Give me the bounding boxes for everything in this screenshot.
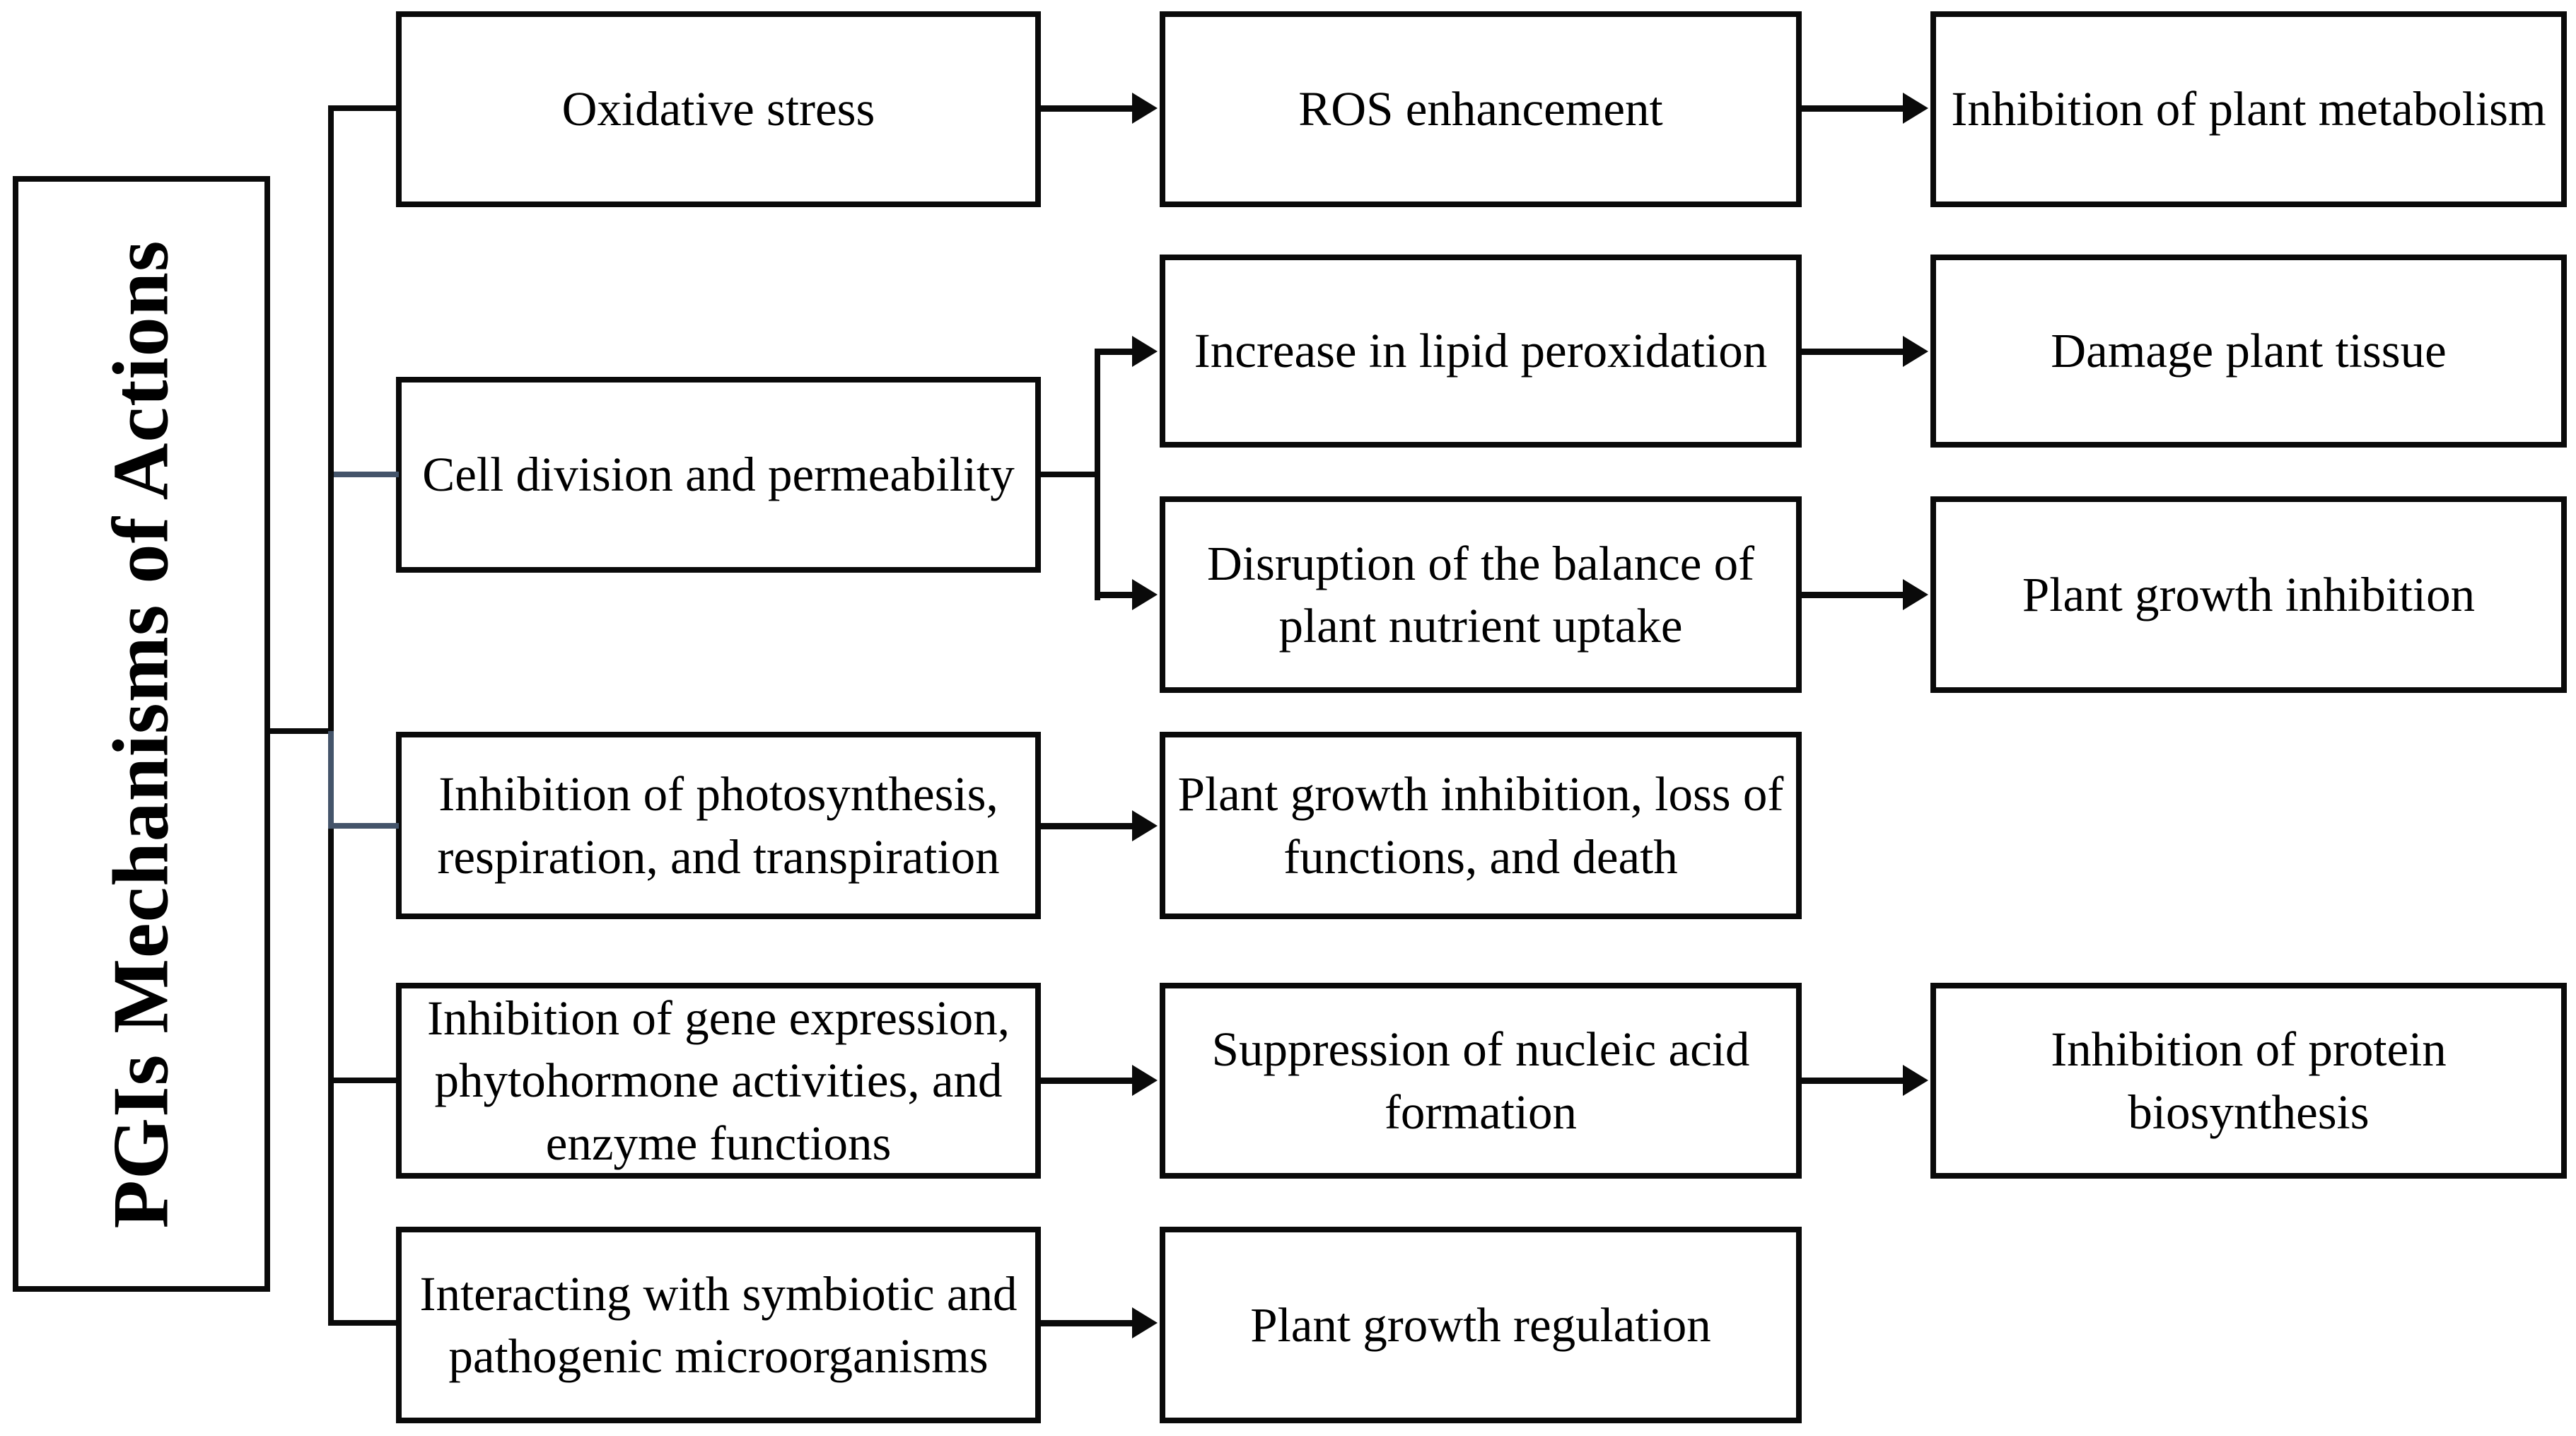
connector-trunk-blue-segment	[328, 731, 334, 829]
connector-root-to-trunk	[270, 728, 334, 734]
node-label: Inhibition of protein biosynthesis	[2051, 1022, 2447, 1139]
node-label: Inhibition of gene expression, phytohorm…	[427, 991, 1010, 1170]
node-label: Plant growth regulation	[1250, 1297, 1711, 1352]
node-ros-enhancement: ROS enhancement	[1160, 11, 1802, 207]
node-label: ROS enhancement	[1298, 82, 1663, 136]
arrow-shaft	[1038, 1320, 1134, 1326]
node-inhibition-plant-metabolism: Inhibition of plant metabolism	[1930, 11, 2567, 207]
node-increase-lipid-peroxidation: Increase in lipid peroxidation	[1160, 255, 1802, 448]
arrow-head-icon	[1132, 579, 1158, 610]
connector-stub-cell-division	[334, 472, 399, 477]
arrow-head-icon	[1903, 1065, 1928, 1096]
arrow-shaft	[1799, 1078, 1905, 1084]
node-growth-inhibition-loss-death: Plant growth inhibition, loss of functio…	[1160, 732, 1802, 919]
node-label: Inhibition of plant metabolism	[1951, 82, 2546, 136]
node-inhibition-protein-biosynthesis: Inhibition of protein biosynthesis	[1930, 983, 2567, 1179]
node-label: Plant growth inhibition, loss of functio…	[1177, 767, 1784, 884]
arrow-shaft	[1097, 592, 1136, 598]
node-oxidative-stress: Oxidative stress	[396, 11, 1041, 207]
root-title-label: PGIs Mechanisms of Actions	[97, 240, 185, 1228]
node-disruption-nutrient-uptake: Disruption of the balance of plant nutri…	[1160, 496, 1802, 693]
arrow-head-icon	[1132, 1065, 1158, 1096]
arrow-head-icon	[1132, 1307, 1158, 1338]
node-label: Plant growth inhibition	[2022, 567, 2476, 621]
connector-branch-vertical	[1095, 349, 1100, 600]
node-label: Disruption of the balance of plant nutri…	[1206, 536, 1755, 653]
node-suppression-nucleic-acid: Suppression of nucleic acid formation	[1160, 983, 1802, 1179]
arrow-shaft	[1799, 592, 1905, 598]
arrow-head-icon	[1132, 810, 1158, 841]
arrow-shaft	[1038, 823, 1134, 829]
node-label: Cell division and permeability	[422, 448, 1015, 502]
arrow-head-icon	[1903, 93, 1928, 124]
node-label: Interacting with symbiotic and pathogeni…	[419, 1266, 1018, 1383]
node-label: Suppression of nucleic acid formation	[1211, 1022, 1750, 1139]
arrow-shaft	[1799, 349, 1905, 355]
node-damage-plant-tissue: Damage plant tissue	[1930, 255, 2567, 448]
arrow-shaft	[1799, 105, 1905, 112]
connector-stub-photosynthesis	[334, 823, 399, 829]
node-root-title: PGIs Mechanisms of Actions	[13, 176, 270, 1292]
node-label: Oxidative stress	[561, 82, 875, 136]
node-plant-growth-regulation: Plant growth regulation	[1160, 1227, 1802, 1423]
connector-branch-horizontal	[1038, 472, 1100, 477]
arrow-head-icon	[1903, 336, 1928, 367]
arrow-shaft	[1035, 105, 1134, 112]
node-label: Damage plant tissue	[2051, 324, 2447, 378]
node-interacting-microorganisms: Interacting with symbiotic and pathogeni…	[396, 1227, 1041, 1423]
node-plant-growth-inhibition: Plant growth inhibition	[1930, 496, 2567, 693]
arrow-head-icon	[1132, 336, 1158, 367]
arrow-shaft	[1097, 349, 1136, 355]
connector-stub-gene-expression	[328, 1078, 399, 1083]
connector-stub-interacting	[328, 1320, 399, 1326]
arrow-head-icon	[1903, 579, 1928, 610]
connector-stub-oxidative-stress	[328, 105, 399, 111]
arrow-head-icon	[1132, 93, 1158, 124]
arrow-shaft	[1038, 1078, 1134, 1084]
connector-trunk-vertical	[328, 105, 334, 1326]
node-label: Inhibition of photosynthesis, respiratio…	[437, 767, 1000, 884]
node-inhibition-gene-expression: Inhibition of gene expression, phytohorm…	[396, 983, 1041, 1179]
node-inhibition-photosynthesis: Inhibition of photosynthesis, respiratio…	[396, 732, 1041, 919]
node-cell-division-permeability: Cell division and permeability	[396, 377, 1041, 573]
node-label: Increase in lipid peroxidation	[1194, 324, 1768, 378]
